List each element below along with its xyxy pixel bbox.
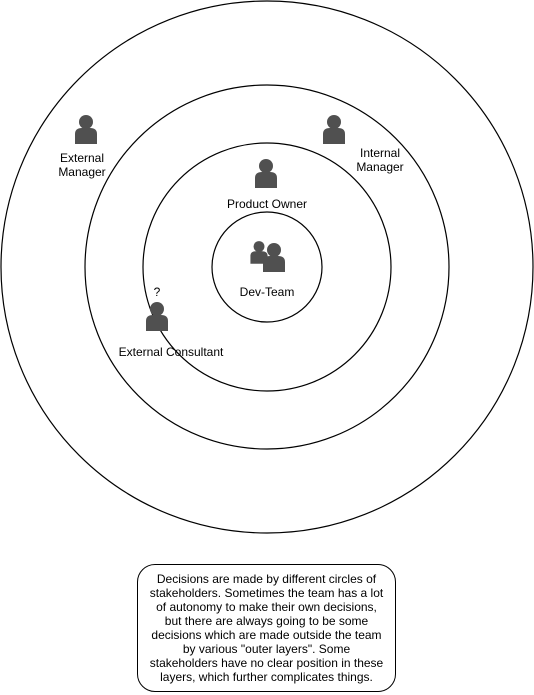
middle-ring (84, 84, 450, 450)
caption-box: Decisions are made by different circles … (137, 564, 396, 692)
inner-ring (142, 142, 392, 392)
internal-manager-label: Internal Manager (350, 146, 410, 174)
internal-manager-label-line2: Manager (356, 160, 404, 174)
caption-text: Decisions are made by different circles … (149, 572, 384, 684)
core-ring (211, 211, 323, 323)
external-manager-label-line1: External (59, 151, 105, 165)
product-owner-person-icon (255, 159, 277, 188)
dev-team-label: Dev-Team (239, 285, 295, 299)
external-manager-label-line2: Manager (58, 165, 106, 179)
external-consultant-question-mark: ? (153, 285, 161, 299)
external-manager-label: External Manager (51, 151, 113, 179)
internal-manager-label-line1: Internal (359, 146, 401, 160)
product-owner-label: Product Owner (226, 197, 308, 211)
dev-team-group-icon (250, 241, 285, 272)
external-manager-person-icon (75, 115, 97, 144)
internal-manager-person-icon (323, 115, 345, 144)
outer-ring (0, 0, 534, 534)
external-consultant-label: External Consultant (118, 345, 224, 359)
